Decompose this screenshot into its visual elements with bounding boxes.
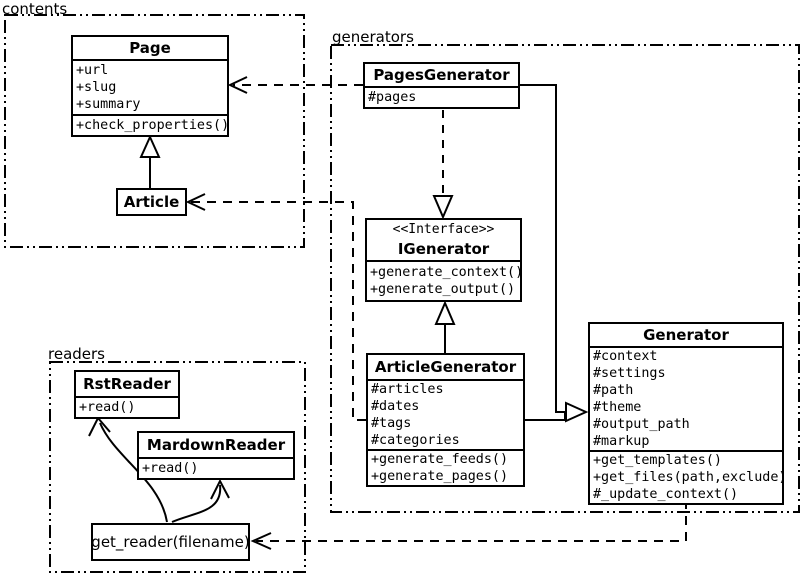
method: +generate_output() [370, 282, 516, 297]
contents-package-border [4, 14, 305, 248]
method: +generate_feeds() [371, 452, 509, 467]
package-label-readers: readers [48, 345, 105, 363]
attribute: +url [76, 63, 109, 78]
attribute: +summary [76, 97, 141, 112]
class-rstreader-title: RstReader [83, 375, 171, 393]
attribute: #context [593, 349, 658, 364]
interface-stereotype: <<Interface>> [392, 222, 495, 237]
edge-articlegenerator-uses-article [191, 201, 366, 421]
class-generator-methods: +get_templates() +get_files(path,exclude… [590, 450, 787, 503]
method: +get_files(path,exclude) [593, 470, 787, 485]
attribute: #path [593, 383, 634, 398]
class-pagesgenerator-attributes: #pages [365, 86, 518, 107]
open-arrowhead-icon [88, 416, 111, 437]
class-article: Article [116, 188, 187, 216]
class-article-title: Article [123, 193, 180, 211]
edge-articlegenerator-extends-generator [525, 412, 566, 421]
class-articlegenerator-attributes: #articles #dates #tags #categories [368, 379, 523, 449]
class-mardownreader: MardownReader +read() [137, 431, 295, 480]
attribute: #pages [368, 90, 417, 105]
attribute: #articles [371, 382, 444, 397]
hollow-triangle-icon [565, 401, 589, 423]
edge-getreader-to-rstreader [99, 422, 168, 523]
package-label-contents: contents [2, 0, 68, 18]
class-page-methods: +check_properties() [73, 114, 230, 135]
class-articlegenerator-title: ArticleGenerator [374, 358, 517, 376]
method: +read() [79, 400, 136, 415]
attribute: #dates [371, 399, 420, 414]
attribute: +slug [76, 80, 117, 95]
edge-pagesgenerator-extends-generator [520, 84, 566, 413]
method: +get_templates() [593, 453, 722, 468]
class-generator-attributes: #context #settings #path #theme #output_… [590, 346, 782, 450]
hollow-triangle-icon [139, 134, 161, 158]
attribute: #settings [593, 366, 666, 381]
attribute: #markup [593, 434, 650, 449]
class-rstreader: RstReader +read() [74, 370, 180, 419]
open-arrowhead-icon [227, 76, 248, 94]
class-generator-title: Generator [643, 326, 729, 344]
class-page: Page +url +slug +summary +check_properti… [71, 35, 229, 137]
class-rstreader-methods: +read() [76, 396, 178, 417]
class-igenerator-header: <<Interface>> IGenerator [367, 220, 520, 260]
class-mardownreader-title: MardownReader [146, 436, 286, 454]
package-label-generators: generators [332, 28, 414, 46]
class-generator: Generator #context #settings #path #them… [588, 322, 787, 505]
method: +generate_context() [370, 265, 524, 280]
edge-generator-uses-getreader [256, 500, 687, 542]
class-page-attributes: +url +slug +summary [73, 59, 227, 114]
open-arrowhead-icon [250, 532, 272, 550]
readers-package-border [49, 361, 306, 573]
attribute: #tags [371, 416, 412, 431]
hollow-triangle-icon [432, 195, 454, 220]
open-arrowhead-icon [185, 193, 206, 211]
open-arrowhead-icon [210, 478, 230, 500]
method: +check_properties() [76, 118, 230, 133]
class-igenerator: <<Interface>> IGenerator +generate_conte… [365, 218, 524, 302]
class-igenerator-methods: +generate_context() +generate_output() [367, 260, 524, 300]
class-igenerator-title: IGenerator [397, 240, 490, 258]
hollow-triangle-icon [434, 300, 456, 325]
attribute: #output_path [593, 417, 690, 432]
generators-package-border [330, 44, 800, 513]
method: +read() [142, 461, 199, 476]
function-get-reader: get_reader(filename) [91, 523, 250, 561]
class-page-title: Page [129, 39, 171, 57]
attribute: #theme [593, 400, 642, 415]
class-pagesgenerator-title: PagesGenerator [373, 66, 510, 84]
edge-getreader-to-mardownreader [171, 484, 222, 523]
class-articlegenerator: ArticleGenerator #articles #dates #tags … [366, 353, 525, 487]
method: +generate_pages() [371, 469, 509, 484]
class-articlegenerator-methods: +generate_feeds() +generate_pages() [368, 449, 523, 485]
attribute: #categories [371, 433, 460, 448]
method: #_update_context() [593, 487, 739, 502]
class-mardownreader-methods: +read() [139, 457, 293, 478]
class-pagesgenerator: PagesGenerator #pages [363, 62, 520, 109]
